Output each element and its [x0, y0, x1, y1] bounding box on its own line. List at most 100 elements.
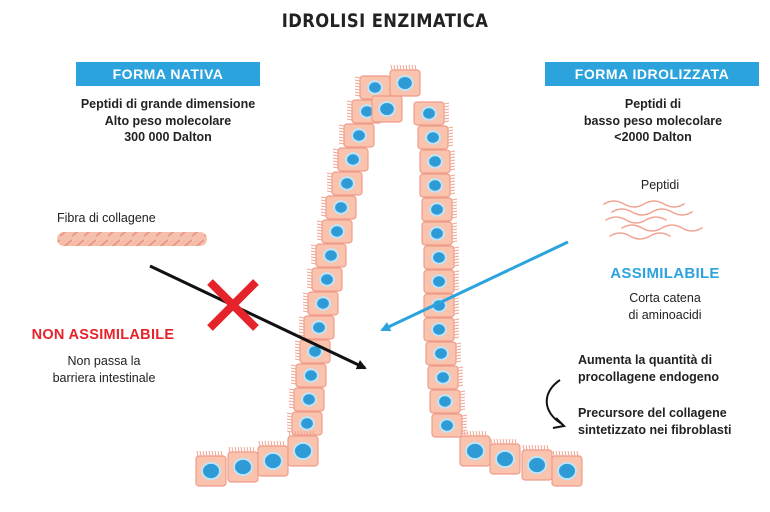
epithelial-cell: [420, 174, 455, 197]
microvilli: [454, 295, 459, 314]
microvilli: [197, 451, 222, 456]
peptides-icon: [604, 201, 702, 239]
cell-nucleus: [426, 131, 440, 143]
epithelial-cell: [414, 102, 449, 125]
microvilli: [444, 103, 449, 122]
cell-nucleus: [428, 155, 442, 167]
epithelial-cell: [289, 388, 324, 411]
hydrolyzed-arrow: [382, 242, 568, 330]
cell-nucleus: [466, 443, 484, 459]
villus-right-wall: [414, 102, 467, 437]
microvilli: [321, 197, 326, 216]
cell-nucleus: [379, 102, 395, 116]
microvilli: [448, 127, 453, 146]
microvilli: [450, 151, 455, 170]
epithelial-cell: [327, 172, 362, 195]
microvilli: [229, 447, 254, 452]
cell-nucleus: [397, 76, 413, 90]
epithelial-cell: [424, 318, 459, 341]
cell-nucleus: [432, 275, 446, 287]
microvilli: [454, 247, 459, 266]
microvilli: [355, 77, 360, 96]
epithelial-cell: [422, 222, 457, 245]
epithelial-cell: [196, 451, 226, 486]
cell-nucleus: [294, 443, 312, 459]
cell-nucleus: [324, 249, 338, 261]
microvilli: [454, 271, 459, 290]
cell-nucleus: [334, 201, 348, 213]
microvilli: [295, 341, 300, 360]
microvilli: [523, 445, 548, 450]
microvilli: [317, 221, 322, 240]
microvilli: [303, 293, 308, 312]
intestinal-villus: [196, 65, 582, 486]
cell-nucleus: [368, 81, 382, 93]
microvilli: [450, 175, 455, 194]
cell-nucleus: [496, 451, 514, 467]
epithelial-cell: [428, 366, 463, 389]
cell-nucleus: [432, 251, 446, 263]
epithelial-cell: [422, 198, 457, 221]
cell-nucleus: [440, 419, 454, 431]
epithelial-cell: [424, 246, 459, 269]
epithelial-cell: [299, 316, 334, 339]
microvilli: [454, 319, 459, 338]
cell-nucleus: [320, 273, 334, 285]
curved-arrow-icon: [547, 380, 562, 424]
microvilli: [461, 431, 486, 436]
cell-nucleus: [422, 107, 436, 119]
epithelial-cell: [228, 447, 258, 482]
microvilli: [311, 245, 316, 264]
microvilli: [291, 365, 296, 384]
microvilli: [299, 317, 304, 336]
epithelial-cell: [420, 150, 455, 173]
villus-left-wall: [287, 65, 420, 435]
epithelial-cell: [460, 431, 490, 466]
cell-nucleus: [434, 347, 448, 359]
epithelial-cell: [522, 445, 552, 480]
cell-nucleus: [436, 371, 450, 383]
epithelial-cell: [307, 268, 342, 291]
microvilli: [289, 389, 294, 408]
microvilli: [327, 173, 332, 192]
microvilli: [460, 391, 465, 410]
epithelial-cell: [339, 124, 374, 147]
microvilli: [452, 223, 457, 242]
cell-nucleus: [330, 225, 344, 237]
microvilli: [339, 125, 344, 144]
epithelial-cell: [303, 292, 338, 315]
cell-nucleus: [264, 453, 282, 469]
cell-nucleus: [302, 393, 316, 405]
microvilli: [491, 439, 516, 444]
epithelial-cell: [426, 342, 461, 365]
epithelial-cell: [424, 270, 459, 293]
cell-nucleus: [340, 177, 354, 189]
collagen-fiber-icon: [57, 232, 207, 246]
epithelial-cell: [291, 364, 326, 387]
cell-nucleus: [346, 153, 360, 165]
epithelial-cell: [321, 196, 356, 219]
cell-nucleus: [438, 395, 452, 407]
microvilli: [287, 413, 292, 432]
epithelial-cell: [490, 439, 520, 474]
epithelial-cell: [311, 244, 346, 267]
microvilli: [391, 65, 416, 70]
cell-nucleus: [428, 179, 442, 191]
cell-nucleus: [352, 129, 366, 141]
epithelial-cell: [258, 441, 288, 476]
cell-nucleus: [316, 297, 330, 309]
microvilli: [456, 343, 461, 362]
epithelial-cell: [317, 220, 352, 243]
cell-nucleus: [300, 417, 314, 429]
cell-nucleus: [430, 227, 444, 239]
microvilli: [259, 441, 284, 446]
cell-nucleus: [528, 457, 546, 473]
cell-nucleus: [432, 323, 446, 335]
microvilli: [347, 101, 352, 120]
blocked-x-icon: [210, 282, 256, 328]
cell-nucleus: [202, 463, 220, 479]
cell-nucleus: [558, 463, 576, 479]
cell-nucleus: [430, 203, 444, 215]
villus-base: [196, 431, 582, 486]
